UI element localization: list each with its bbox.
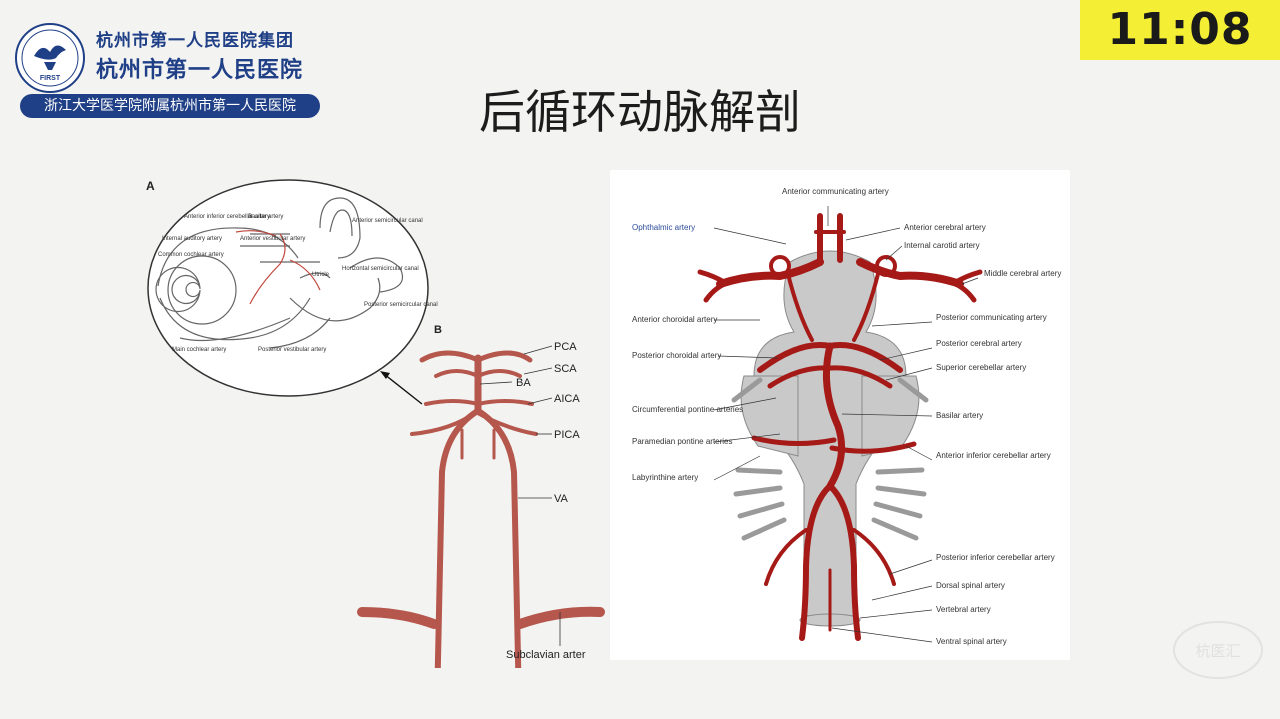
label-pica: PICA xyxy=(554,429,580,441)
artery-pica xyxy=(764,528,896,586)
label-ba: BA xyxy=(516,377,531,389)
label-labyrinthine: Labyrinthine artery xyxy=(632,473,698,482)
label-ventral-spinal: Ventral spinal artery xyxy=(936,637,1007,646)
hospital-name: 杭州市第一人民医院 xyxy=(96,57,304,83)
label-ear-main-cochlear: Main cochlear artery xyxy=(172,347,226,353)
label-sca: Superior cerebellar artery xyxy=(936,363,1026,372)
countdown-timer: 11:08 xyxy=(1080,0,1280,60)
label-paramedian: Paramedian pontine arteries xyxy=(632,437,733,446)
ica-stump-left xyxy=(769,255,791,277)
label-aca: Anterior cerebral artery xyxy=(904,223,986,232)
pointer-arrow xyxy=(383,373,423,405)
ica-stump-right xyxy=(875,255,897,277)
watermark-logo: 杭医汇 xyxy=(1173,621,1263,679)
vessel-pca-left xyxy=(419,350,481,363)
panel-b-marker: B xyxy=(434,324,442,336)
label-subclavian: Subclavian arter xyxy=(506,649,586,661)
watermark-text: 杭医汇 xyxy=(1195,643,1240,660)
hospital-logo: FIRST 杭州市第一人民医院集团 杭州市第一人民医院 浙江大学医学院附属杭州市… xyxy=(14,18,324,122)
artery-aica xyxy=(751,435,917,454)
artery-labels: Anterior communicating artery Ophthalmic… xyxy=(632,187,1061,646)
label-ophthalmic: Ophthalmic artery xyxy=(632,223,695,232)
label-ear-aica: Anterior inferior cerebellar artery xyxy=(184,214,270,220)
inner-ear-labels: Anterior inferior cerebellar artery Basi… xyxy=(158,214,438,353)
label-ear-posterior-vestibular: Posterior vestibular artery xyxy=(258,347,326,353)
artery-network xyxy=(697,213,983,641)
label-pica: Posterior inferior cerebellar artery xyxy=(936,553,1055,562)
label-ear-posterior-canal: Posterior semicircular canal xyxy=(364,302,438,308)
nerve-roots xyxy=(731,377,929,541)
label-dorsal-spinal: Dorsal spinal artery xyxy=(936,581,1005,590)
label-circumferential: Circumferential pontine arteries xyxy=(632,405,743,414)
label-pcom: Posterior communicating artery xyxy=(936,313,1047,322)
seal-text: FIRST xyxy=(40,75,61,82)
label-ant-choroidal: Anterior choroidal artery xyxy=(632,315,717,324)
vessel-va-right xyxy=(477,409,522,668)
label-basilar: Basilar artery xyxy=(936,411,983,420)
panel-a-marker: A xyxy=(146,179,155,193)
artery-aca xyxy=(817,213,843,263)
label-ear-common-cochlear: Common cochlear artery xyxy=(158,252,224,258)
artery-pcom xyxy=(786,272,880,342)
vessel-va-left xyxy=(434,409,479,668)
affiliation-banner: 浙江大学医学院附属杭州市第一人民医院 xyxy=(20,94,320,118)
label-aica: Anterior inferior cerebellar artery xyxy=(936,451,1051,460)
label-acom: Anterior communicating artery xyxy=(782,187,889,196)
slide-title: 后循环动脉解剖 xyxy=(479,85,801,139)
artery-basilar xyxy=(822,342,846,490)
label-ear-basilar: Basilar artery xyxy=(248,214,283,220)
brainstem-shape xyxy=(753,250,907,622)
vessel-pca-right xyxy=(475,350,533,363)
label-pca: PCA xyxy=(554,341,577,353)
label-ear-utricle: Utricle xyxy=(312,272,330,278)
label-sca: SCA xyxy=(554,363,577,375)
label-ear-anterior-canal: Anterior semicircular canal xyxy=(352,218,423,224)
inner-ear-arteries xyxy=(235,230,321,305)
vessel-spinal xyxy=(460,428,496,460)
hospital-seal-icon: FIRST xyxy=(15,23,85,93)
label-post-choroidal: Posterior choroidal artery xyxy=(632,351,721,360)
label-aica: AICA xyxy=(554,393,580,405)
vessel-subclavian-left xyxy=(357,607,439,629)
label-ica: Internal carotid artery xyxy=(904,241,980,250)
label-pca: Posterior cerebral artery xyxy=(936,339,1022,348)
vessel-leader-lines xyxy=(479,345,561,646)
artery-mca-right xyxy=(856,258,964,288)
label-ear-horizontal-canal: Horizontal semicircular canal xyxy=(342,266,419,272)
inner-ear-drawing xyxy=(155,197,404,349)
label-ear-anterior-vestibular: Anterior vestibular artery xyxy=(240,236,305,242)
vessel-labels: PCA SCA BA AICA PICA VA Subclavian arter xyxy=(506,341,586,661)
label-ear-internal-auditory: Internal auditory artery xyxy=(162,236,222,242)
label-va: VA xyxy=(554,493,569,505)
pointer-arrow-head xyxy=(380,371,390,379)
vertebrobasilar-figure: A Anterior inferior cerebellar artery Ba… xyxy=(146,179,605,668)
inner-ear-ellipse xyxy=(147,179,429,397)
label-mca: Middle cerebral artery xyxy=(984,269,1061,278)
artery-vertebral xyxy=(799,483,861,641)
brainstem-arteries-figure: Anterior communicating artery Ophthalmic… xyxy=(610,170,1070,660)
hospital-group-name: 杭州市第一人民医院集团 xyxy=(96,31,294,51)
leader-lines xyxy=(713,206,979,643)
vessel-aica xyxy=(424,399,534,407)
label-vertebral: Vertebral artery xyxy=(936,605,991,614)
